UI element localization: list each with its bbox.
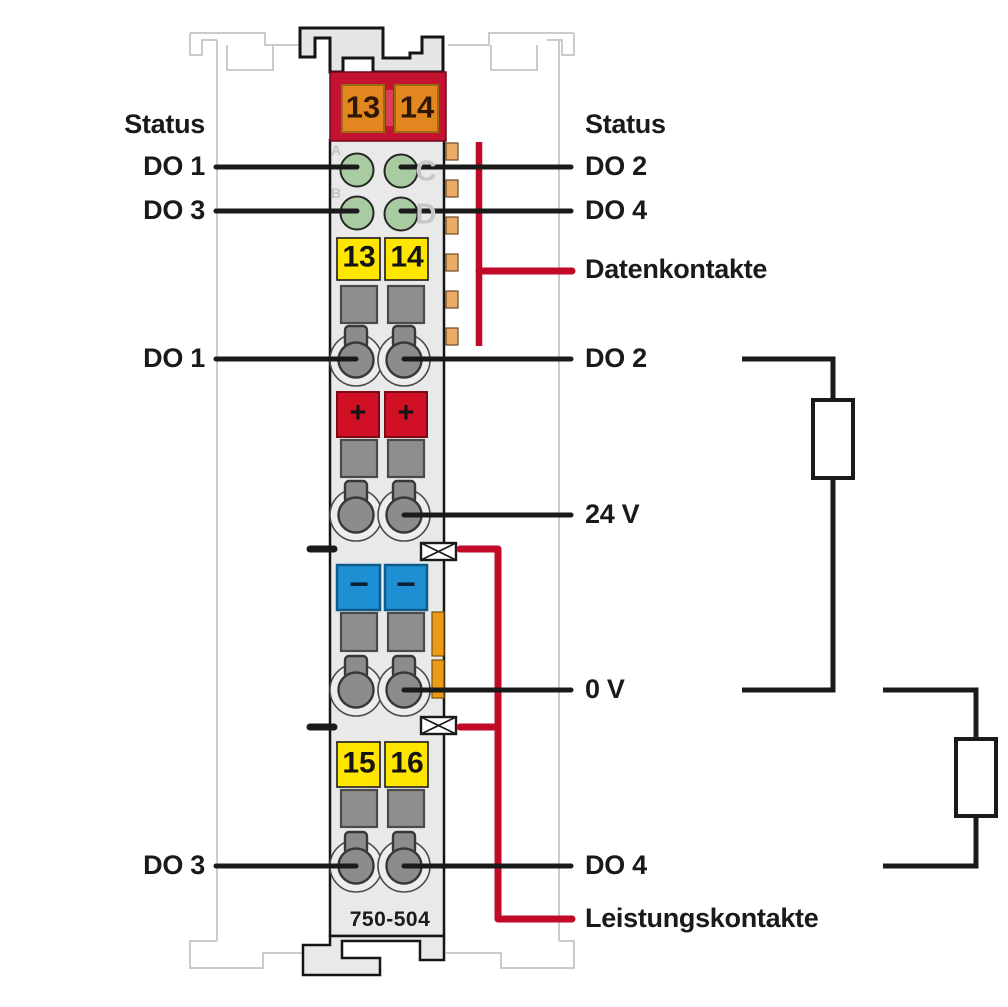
terminal-plus-left xyxy=(336,391,380,438)
led-letter-c: C xyxy=(415,155,437,188)
led-do4 xyxy=(383,196,419,232)
label-power-contacts: Leistungskontakte xyxy=(585,902,819,933)
led-do1 xyxy=(339,152,375,188)
terminal-15-number: 15 xyxy=(342,746,376,780)
bg-right-bottom xyxy=(446,940,575,969)
terminal-minus-sign: − xyxy=(349,565,369,604)
label-do1-led: DO 1 xyxy=(143,150,205,181)
opening xyxy=(339,611,379,653)
opening xyxy=(386,788,426,829)
label-do1-terminal: DO 1 xyxy=(143,342,205,373)
terminal-minus-right xyxy=(383,563,429,612)
terminal-14-number: 14 xyxy=(390,240,424,274)
led-letter-b: B xyxy=(330,185,342,201)
label-do4-led: DO 4 xyxy=(585,194,647,225)
bg-left-hook xyxy=(189,33,217,56)
data-contact-tab xyxy=(445,216,459,235)
terminal-minus-sign: − xyxy=(396,565,416,604)
module-bottom-foot xyxy=(301,934,446,977)
bus-terminal-13 xyxy=(341,84,385,133)
bg-left-step xyxy=(226,45,274,71)
terminal-plus-sign: + xyxy=(397,397,415,430)
power-contact-icon xyxy=(419,715,458,736)
terminal-14 xyxy=(384,237,429,281)
bg-left-top xyxy=(190,32,316,46)
label-0v: 0 V xyxy=(585,673,625,704)
load-circuit-do2 xyxy=(742,356,855,693)
led-letter-a: A xyxy=(330,142,342,158)
load-resistor xyxy=(954,737,998,818)
led-letter-d: D xyxy=(415,198,437,231)
power-contacts-bracket xyxy=(456,545,576,923)
bus-terminal-13-number: 13 xyxy=(345,89,381,125)
actuation-openings xyxy=(339,284,426,829)
terminal-16 xyxy=(384,741,429,788)
label-do2-led: DO 2 xyxy=(585,150,647,181)
bg-left-bottom xyxy=(189,940,305,969)
power-contact-icon xyxy=(419,541,458,562)
load-circuit-do4 xyxy=(883,687,998,869)
bus-terminal-14-number: 14 xyxy=(399,89,435,125)
data-contact-tab xyxy=(445,142,459,161)
label-do3-led: DO 3 xyxy=(143,194,205,225)
status-leds xyxy=(339,152,419,232)
terminal-13-number: 13 xyxy=(342,240,376,274)
bus-block-divider xyxy=(386,90,393,126)
label-do4-terminal: DO 4 xyxy=(585,849,647,880)
label-do2-terminal: DO 2 xyxy=(585,342,647,373)
data-contact-tab xyxy=(445,327,459,346)
terminal-13 xyxy=(336,237,381,281)
terminal-minus-left xyxy=(335,563,382,612)
opening xyxy=(386,611,426,653)
annotation-wires xyxy=(213,164,574,869)
power-jumper-bar xyxy=(431,611,445,657)
bg-right-top xyxy=(448,32,574,46)
label-do3-terminal: DO 3 xyxy=(143,849,205,880)
label-24v: 24 V xyxy=(585,498,640,529)
opening xyxy=(339,284,379,325)
adjacent-module-silhouettes xyxy=(189,32,575,969)
data-contact-tab xyxy=(445,179,459,198)
bg-right-hook xyxy=(547,33,575,56)
load-resistor xyxy=(811,398,855,480)
data-contact-tab xyxy=(445,290,459,309)
terminal-15 xyxy=(336,741,381,788)
module-top-profile xyxy=(298,26,445,74)
opening xyxy=(386,284,426,325)
terminal-plus-right xyxy=(384,391,428,438)
bus-terminal-14 xyxy=(394,84,439,133)
label-data-contacts: Datenkontakte xyxy=(585,253,768,284)
label-status-right: Status xyxy=(585,108,666,139)
data-contact-tabs xyxy=(445,142,459,346)
data-contact-tab xyxy=(445,253,459,272)
label-status-left: Status xyxy=(124,108,205,139)
bg-right-step xyxy=(490,45,538,71)
led-do2 xyxy=(383,153,419,189)
opening xyxy=(339,788,379,829)
part-number: 750-504 xyxy=(349,908,431,931)
terminal-plus-sign: + xyxy=(349,397,367,430)
terminal-16-number: 16 xyxy=(390,746,424,780)
opening xyxy=(339,438,379,479)
opening xyxy=(386,438,426,479)
data-contacts-bracket xyxy=(475,142,576,346)
